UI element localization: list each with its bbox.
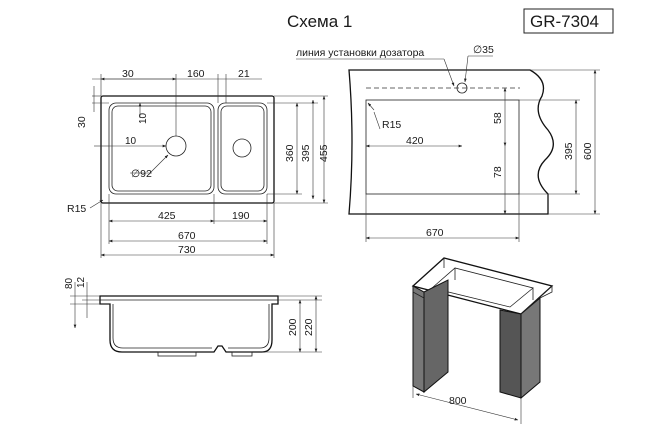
cabinet-left-panel [412,285,425,393]
dim-730: 730 [178,244,196,256]
bowl-small-top-inner [220,105,265,192]
sink-side-inner [112,304,270,349]
dim-395: 395 [300,144,312,162]
dim-r15-cutout: R15 [382,119,401,131]
dim-diameter-92: ∅92 [131,168,152,180]
dim-21: 21 [238,68,250,80]
dim-600: 600 [582,142,594,160]
bowl-small-top [217,102,268,195]
side-view: 80 12 200 220 [64,276,322,357]
dim-10-vertical: 10 [138,112,149,124]
dim-80: 80 [64,277,75,289]
cabinet-view: 800 [411,257,554,424]
drain-small-top [232,138,252,158]
countertop-outline [348,69,554,215]
model-code: GR-7304 [530,12,599,31]
dim-200: 200 [287,318,299,336]
dim-420: 420 [406,135,424,147]
bowl-large-top [108,102,215,195]
drain-stub-left [157,351,197,357]
bowl-large-top-inner [111,105,212,192]
drain-large-top [165,135,187,157]
dim-58: 58 [492,112,504,124]
cutout-view: линия установки дозатора ∅35 R15 420 58 … [296,44,600,242]
dim-395-cutout: 395 [563,142,575,160]
dim-160: 160 [187,68,205,80]
sink-side-profile [99,295,279,353]
top-view: 30 160 21 30 10 10 ∅92 360 395 455 R15 [67,68,330,258]
dim-800: 800 [449,395,467,407]
model-box [523,8,614,34]
drain-stub-right [231,351,253,357]
dim-425: 425 [158,210,176,222]
dim-455: 455 [318,144,330,162]
dim-12: 12 [76,276,87,288]
dim-670-cutout: 670 [426,227,444,239]
dim-r15-top: R15 [67,203,86,215]
cabinet-right-panel [499,309,522,399]
dim-220: 220 [303,318,315,336]
dim-190: 190 [232,210,250,222]
dim-670-top: 670 [178,230,196,242]
dim-30-top: 30 [122,68,134,80]
dim-30-left: 30 [76,116,88,128]
dim-78: 78 [492,166,504,178]
dim-10-horizontal: 10 [125,136,137,147]
schema-title: Схема 1 [287,12,352,31]
sink-outline-top [100,95,275,204]
dispenser-line-label: линия установки дозатора [296,47,424,59]
dim-diameter-35: ∅35 [473,44,494,56]
dim-360: 360 [284,144,296,162]
